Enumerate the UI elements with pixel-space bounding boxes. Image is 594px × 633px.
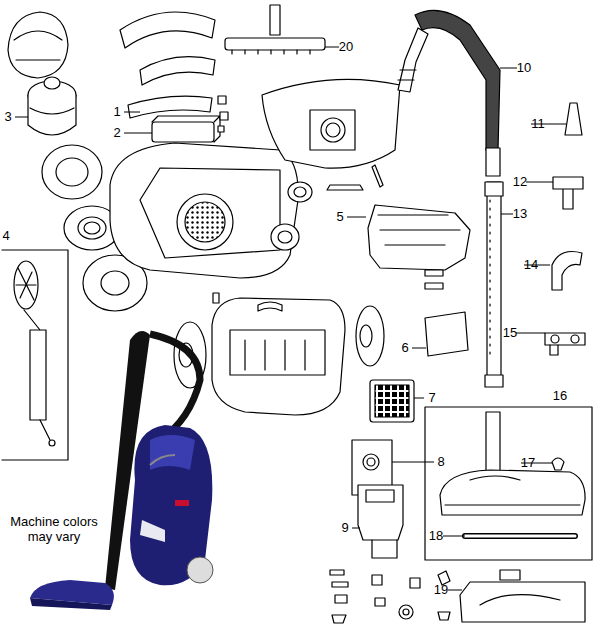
callout-number: 20 (339, 40, 353, 55)
callout-number: 5 (336, 210, 343, 225)
callout-number: 4 (2, 229, 9, 244)
callout-number: 11 (531, 117, 545, 132)
callout-number: 18 (429, 529, 443, 544)
callout-number: 6 (401, 341, 408, 356)
callout-number: 15 (503, 326, 517, 341)
note-text: Machine colors may vary (2, 515, 106, 545)
callout-number: 3 (4, 110, 11, 125)
callout-number: 1 (113, 105, 120, 120)
callout-number: 8 (437, 455, 444, 470)
callout-number: 10 (517, 61, 531, 76)
callout-number: 16 (553, 389, 567, 404)
callout-number: 13 (513, 207, 527, 222)
callout-number: 17 (521, 456, 535, 471)
callout-number: 7 (428, 391, 435, 406)
callout-number: 19 (434, 583, 448, 598)
callout-number: 14 (524, 258, 538, 273)
callout-number: 12 (513, 175, 527, 190)
callout-number: 2 (113, 126, 120, 141)
callout-number: 9 (341, 521, 348, 536)
